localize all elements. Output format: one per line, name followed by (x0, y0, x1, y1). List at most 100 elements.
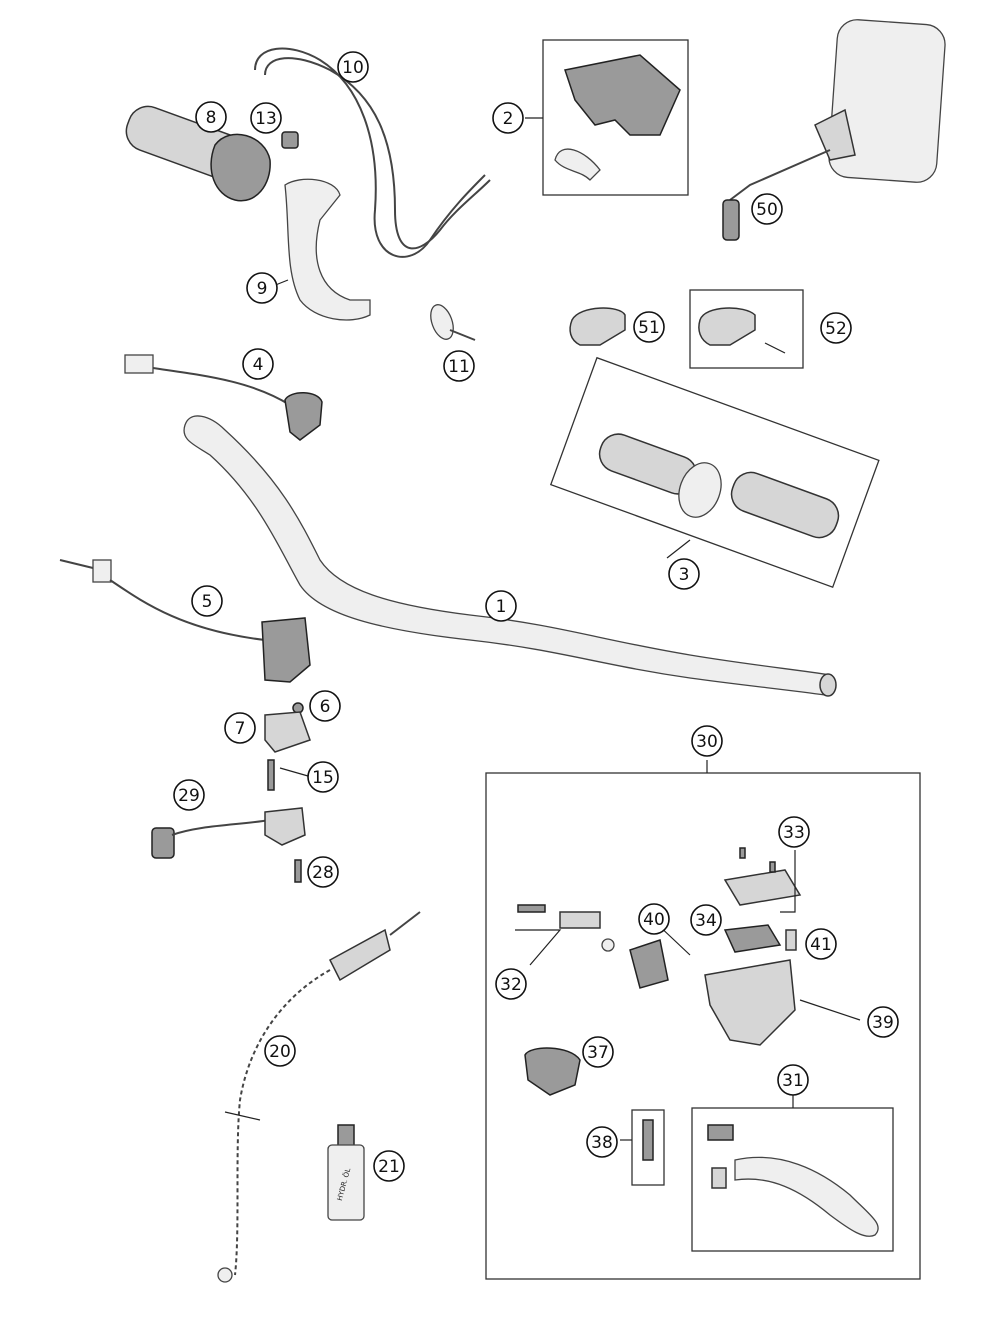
callout-label: 38 (591, 1133, 613, 1153)
callout-1: 1 (485, 590, 517, 622)
callout-38: 38 (586, 1126, 618, 1158)
callout-circle (250, 102, 282, 134)
callout-4: 4 (242, 348, 274, 380)
callout-circle (690, 904, 722, 936)
callout-40: 40 (638, 903, 670, 935)
callout-20: 20 (264, 1035, 296, 1067)
callout-28: 28 (307, 856, 339, 888)
callout-circle (582, 1036, 614, 1068)
screw-15-part (267, 759, 275, 791)
callout-label: 30 (696, 732, 718, 752)
callout-circle (820, 312, 852, 344)
bracket-part (284, 178, 371, 321)
callout-label: 40 (643, 910, 665, 930)
callout-29: 29 (173, 779, 205, 811)
callout-34: 34 (690, 904, 722, 936)
switch-4-part (124, 354, 323, 441)
callout-circle (867, 1006, 899, 1038)
callout-circle (495, 968, 527, 1000)
callout-31: 31 (777, 1064, 809, 1096)
callout-label: 37 (587, 1043, 609, 1063)
callout-label: 28 (312, 863, 334, 883)
callout-circle (309, 690, 341, 722)
callout-circle (777, 1064, 809, 1096)
callout-2: 2 (492, 102, 524, 134)
master-cylinder-assembly-part (485, 760, 921, 1280)
callout-label: 50 (756, 200, 778, 220)
callout-label: 20 (269, 1042, 291, 1062)
callout-circle (492, 102, 524, 134)
switch-29-part (151, 807, 306, 859)
callout-33: 33 (778, 816, 810, 848)
cable-tie-part (430, 304, 476, 341)
callout-41: 41 (805, 928, 837, 960)
callout-8: 8 (195, 101, 227, 133)
callout-circle (691, 725, 723, 757)
callout-label: 10 (342, 58, 364, 78)
callout-3: 3 (668, 558, 700, 590)
hydraulic-line-part (217, 911, 421, 1283)
callout-circle (246, 272, 278, 304)
callout-circle (668, 558, 700, 590)
callout-circle (264, 1035, 296, 1067)
callout-circle (443, 350, 475, 382)
callout-label: 21 (378, 1157, 400, 1177)
callout-13: 13 (250, 102, 282, 134)
callout-label: 13 (255, 109, 277, 129)
mirror-part (722, 19, 946, 241)
callout-circle (307, 761, 339, 793)
callout-32: 32 (495, 968, 527, 1000)
callout-label: 41 (810, 935, 832, 955)
callout-circle (586, 1126, 618, 1158)
callout-label: 4 (253, 355, 264, 375)
callout-9: 9 (246, 272, 278, 304)
cover-7-part (264, 711, 311, 753)
callout-circle (373, 1150, 405, 1182)
callouts-layer: 1234567891011131520212829303132333437383… (173, 51, 899, 1182)
callout-6: 6 (309, 690, 341, 722)
callout-51: 51 (633, 311, 665, 343)
screw-28-part (294, 859, 302, 883)
callout-label: 7 (235, 719, 246, 739)
callout-circle (242, 348, 274, 380)
callout-circle (633, 311, 665, 343)
callout-label: 8 (206, 108, 217, 128)
callout-50: 50 (751, 193, 783, 225)
callout-label: 3 (679, 565, 690, 585)
callout-21: 21 (373, 1150, 405, 1182)
callout-circle (191, 585, 223, 617)
callout-37: 37 (582, 1036, 614, 1068)
callout-circle (307, 856, 339, 888)
callout-circle (778, 816, 810, 848)
callout-10: 10 (337, 51, 369, 83)
callout-5: 5 (191, 585, 223, 617)
callout-label: 29 (178, 786, 200, 806)
callout-circle (224, 712, 256, 744)
callout-label: 6 (320, 697, 331, 717)
clamp-52-part (689, 289, 804, 369)
callout-label: 2 (503, 109, 514, 129)
throttle-cables-part (254, 47, 491, 258)
callout-label: 11 (448, 357, 470, 377)
screw-13-part (281, 131, 299, 149)
callout-circle (337, 51, 369, 83)
callout-label: 15 (312, 768, 334, 788)
callout-label: 5 (202, 592, 213, 612)
callout-circle (751, 193, 783, 225)
callout-circle (173, 779, 205, 811)
callout-label: 52 (825, 319, 847, 339)
callout-label: 1 (496, 597, 507, 617)
callout-label: 39 (872, 1013, 894, 1033)
throttle-grip-part (125, 105, 271, 202)
handlebar-part (183, 415, 837, 697)
callout-7: 7 (224, 712, 256, 744)
clamp-51-part (569, 307, 626, 346)
callout-circle (805, 928, 837, 960)
callout-52: 52 (820, 312, 852, 344)
callout-39: 39 (867, 1006, 899, 1038)
callout-label: 31 (782, 1071, 804, 1091)
callout-15: 15 (307, 761, 339, 793)
callout-11: 11 (443, 350, 475, 382)
callout-circle (638, 903, 670, 935)
